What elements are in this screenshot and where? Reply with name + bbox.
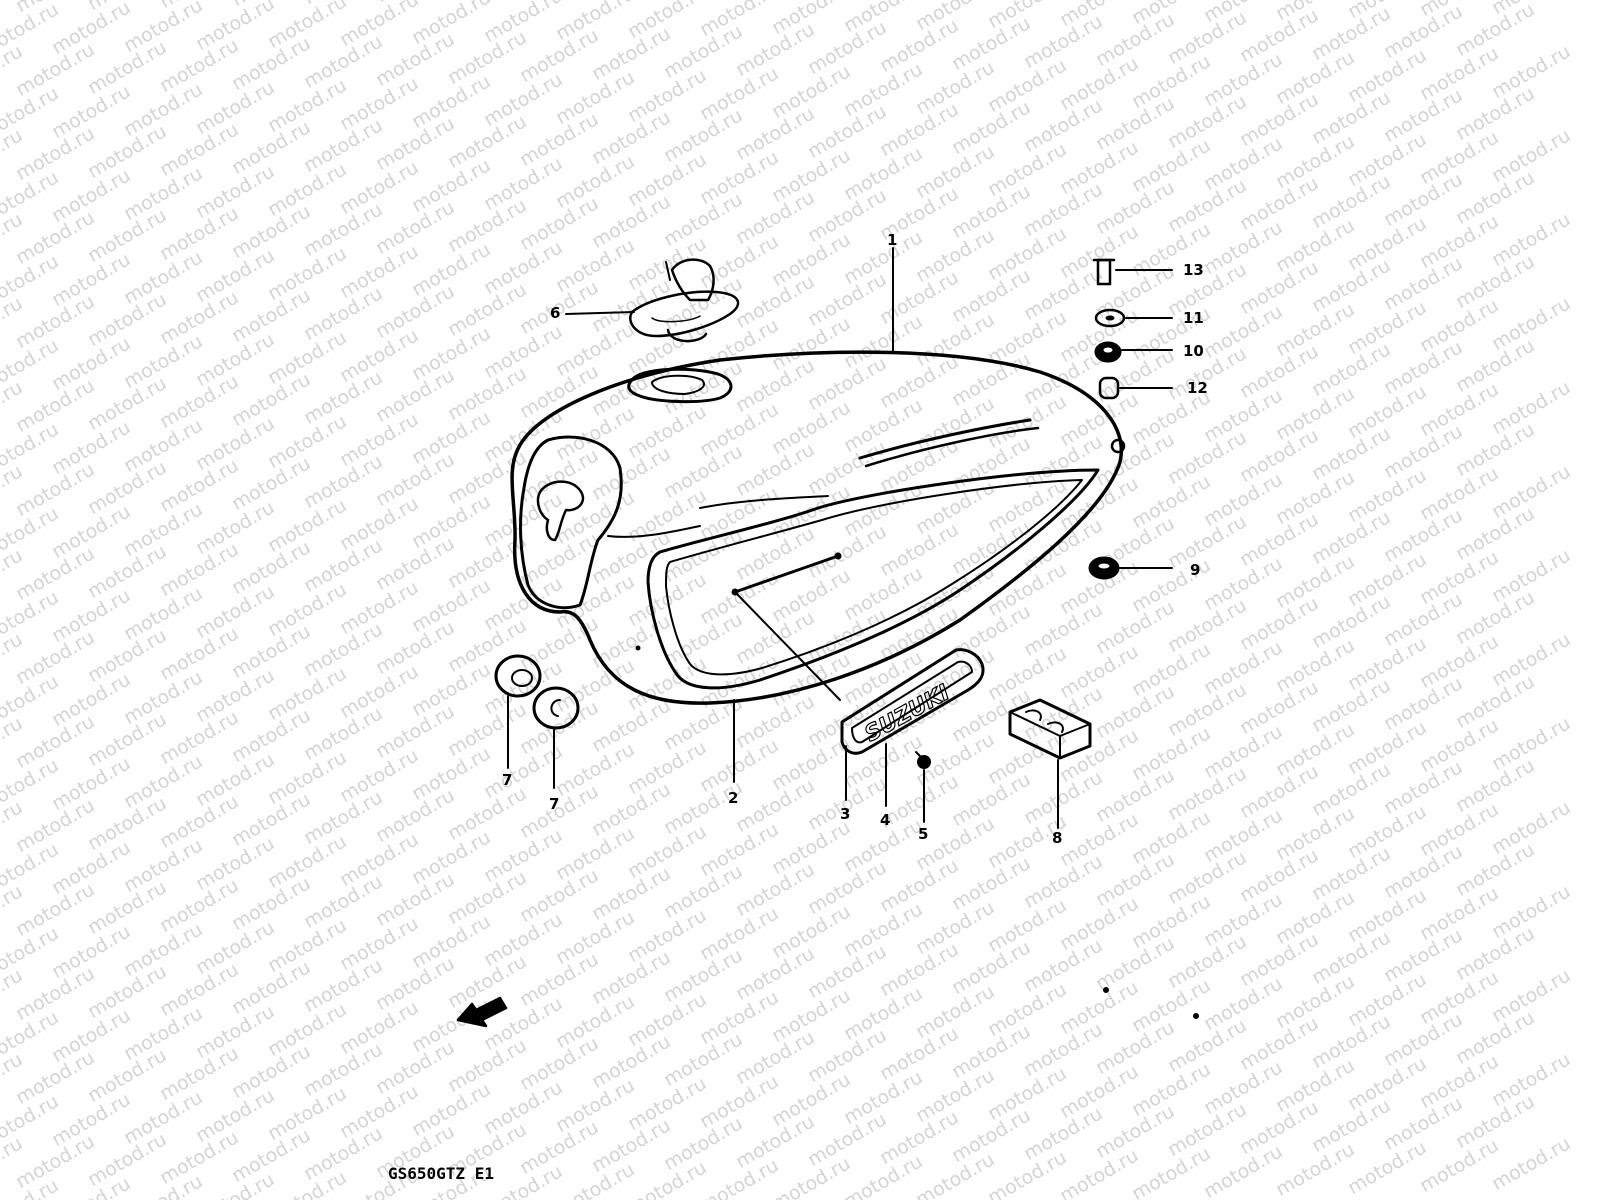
- tank-cushion-right: [532, 686, 580, 730]
- emblem-screw: [915, 751, 931, 769]
- tank-emblem: SUZUKI: [840, 648, 985, 755]
- model-code: GS650GTZ E1: [388, 1164, 494, 1183]
- fuel-tank: [510, 350, 1126, 705]
- part-label-4: 4: [880, 811, 891, 829]
- rear-cushion-block: [1008, 698, 1092, 760]
- washer: [1094, 308, 1126, 328]
- part-label-9: 9: [1190, 561, 1201, 579]
- mounting-bolt: [1092, 258, 1116, 286]
- part-label-1: 1: [887, 231, 898, 249]
- fuel-cap: [629, 258, 740, 343]
- part-label-2: 2: [728, 789, 739, 807]
- part-label-7b: 7: [549, 795, 560, 813]
- spacer-collar: [1098, 376, 1120, 400]
- grommet-upper: [1094, 341, 1122, 363]
- part-label-13: 13: [1183, 261, 1204, 279]
- part-label-10: 10: [1183, 342, 1204, 360]
- part-label-12: 12: [1187, 379, 1208, 397]
- part-label-5: 5: [918, 825, 929, 843]
- part-label-6: 6: [550, 304, 561, 322]
- front-arrow-icon: [456, 996, 508, 1028]
- leader-lines: [507, 247, 1173, 829]
- part-label-7a: 7: [502, 771, 513, 789]
- grommet-lower: [1088, 556, 1120, 580]
- part-label-11: 11: [1183, 309, 1204, 327]
- part-label-3: 3: [840, 805, 851, 823]
- tank-cushion-left: [494, 654, 542, 698]
- part-label-8: 8: [1052, 829, 1063, 847]
